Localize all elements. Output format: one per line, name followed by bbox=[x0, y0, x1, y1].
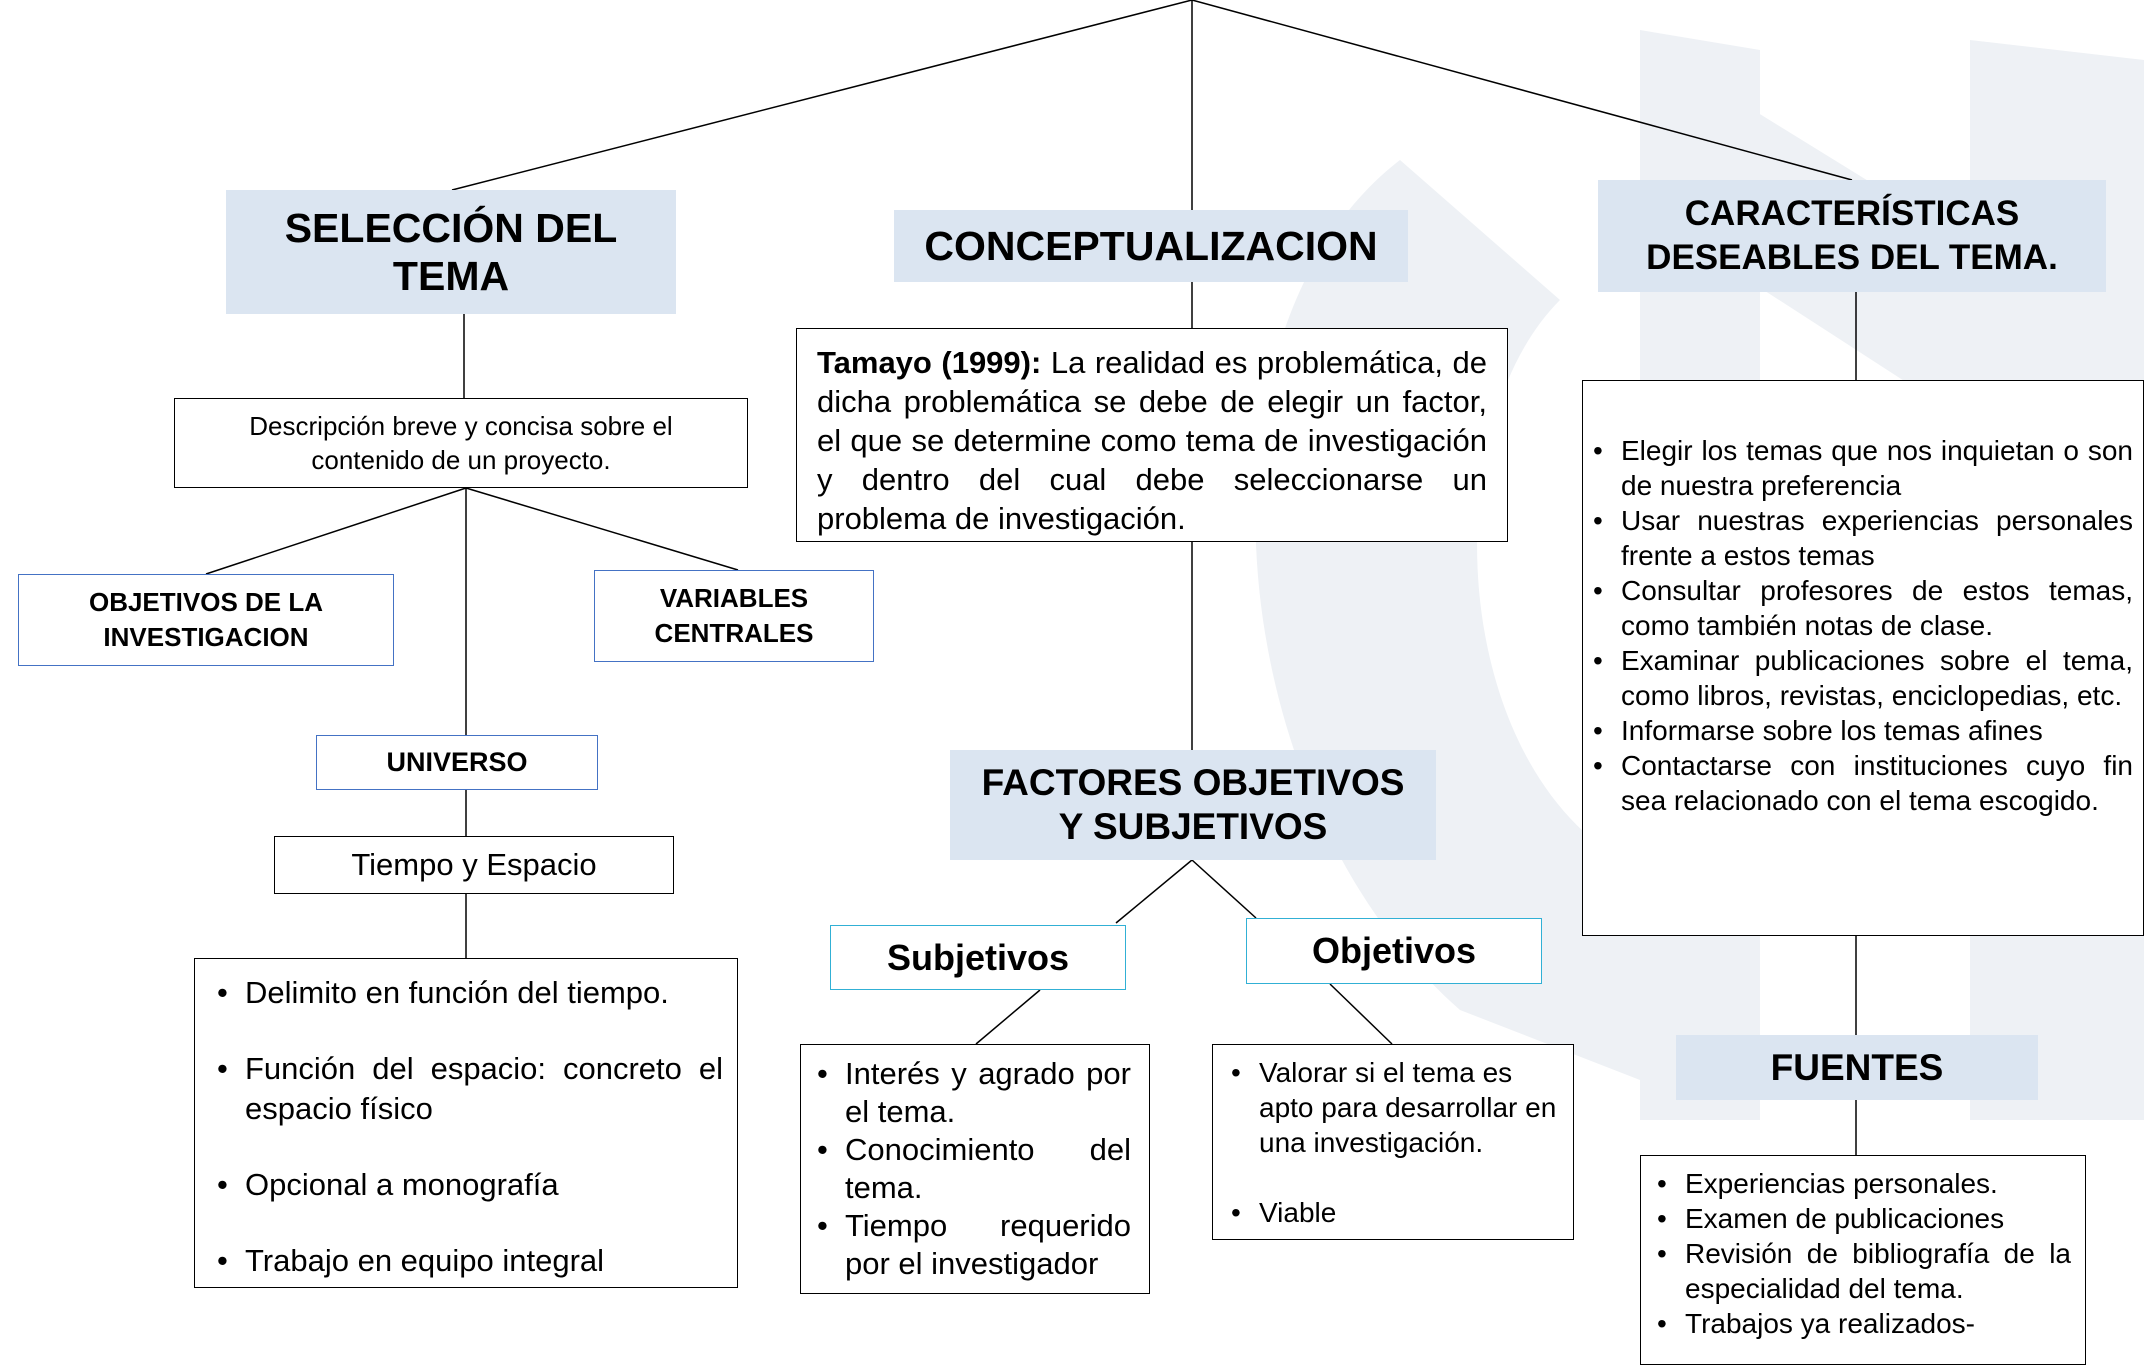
seleccion-tema-header: SELECCIÓN DEL TEMA bbox=[226, 190, 676, 314]
list-item: Trabajos ya realizados- bbox=[1649, 1306, 2071, 1341]
list-item: Experiencias personales. bbox=[1649, 1166, 2071, 1201]
factores-title: FACTORES OBJETIVOS Y SUBJETIVOS bbox=[981, 762, 1405, 847]
list-item: Trabajo en equipo integral bbox=[209, 1241, 723, 1281]
list-item: Examinar publicaciones sobre el tema, co… bbox=[1585, 643, 2133, 713]
list-item: Delimito en función del tiempo. bbox=[209, 973, 723, 1013]
objetivos-items-list: Valorar si el tema es apto para desarrol… bbox=[1223, 1055, 1563, 1230]
objetivos-box: Objetivos bbox=[1246, 918, 1542, 984]
objetivos-investigacion-label: OBJETIVOS DE LA INVESTIGACION bbox=[88, 587, 324, 652]
list-item: Informarse sobre los temas afines bbox=[1585, 713, 2133, 748]
universo-label: UNIVERSO bbox=[386, 747, 528, 777]
caracteristicas-items-box: Elegir los temas que nos inquietan o son… bbox=[1582, 380, 2144, 936]
universo-box: UNIVERSO bbox=[316, 735, 598, 790]
factores-header: FACTORES OBJETIVOS Y SUBJETIVOS bbox=[950, 750, 1436, 860]
list-item: Tiempo requerido por el investigador bbox=[809, 1207, 1131, 1283]
list-item: Interés y agrado por el tema. bbox=[809, 1055, 1131, 1131]
list-item: Viable bbox=[1223, 1195, 1563, 1230]
list-item: Usar nuestras experiencias personales fr… bbox=[1585, 503, 2133, 573]
tamayo-quote-box: Tamayo (1999): La realidad es problemáti… bbox=[796, 328, 1508, 542]
caracteristicas-items-list: Elegir los temas que nos inquietan o son… bbox=[1585, 433, 2133, 818]
variables-centrales-box: VARIABLES CENTRALES bbox=[594, 570, 874, 662]
caracteristicas-title: CARACTERÍSTICAS DESEABLES DEL TEMA. bbox=[1646, 194, 2058, 277]
subjetivos-label: Subjetivos bbox=[886, 936, 1070, 978]
conceptualizacion-header: CONCEPTUALIZACION bbox=[894, 210, 1408, 282]
seleccion-items-list: Delimito en función del tiempo. Función … bbox=[209, 973, 723, 1281]
subjetivos-box: Subjetivos bbox=[830, 925, 1126, 990]
tiempo-espacio-label: Tiempo y Espacio bbox=[351, 847, 597, 882]
variables-centrales-label: VARIABLES CENTRALES bbox=[654, 583, 814, 648]
tamayo-quote-author: Tamayo (1999): bbox=[817, 345, 1042, 380]
list-item: Función del espacio: concreto el espacio… bbox=[209, 1049, 723, 1129]
seleccion-items-box: Delimito en función del tiempo. Función … bbox=[194, 958, 738, 1288]
list-item: Valorar si el tema es apto para desarrol… bbox=[1223, 1055, 1563, 1160]
subjetivos-items-box: Interés y agrado por el tema. Conocimien… bbox=[800, 1044, 1150, 1294]
objetivos-label: Objetivos bbox=[1311, 930, 1477, 971]
objetivos-items-box: Valorar si el tema es apto para desarrol… bbox=[1212, 1044, 1574, 1240]
list-item: Conocimiento del tema. bbox=[809, 1131, 1131, 1207]
list-item: Contactarse con instituciones cuyo fin s… bbox=[1585, 748, 2133, 818]
conceptualizacion-title: CONCEPTUALIZACION bbox=[924, 222, 1378, 269]
objetivos-investigacion-box: OBJETIVOS DE LA INVESTIGACION bbox=[18, 574, 394, 666]
descripcion-box: Descripción breve y concisa sobre el con… bbox=[174, 398, 748, 488]
list-item: Consultar profesores de estos temas, com… bbox=[1585, 573, 2133, 643]
list-item: Elegir los temas que nos inquietan o son… bbox=[1585, 433, 2133, 503]
subjetivos-items-list: Interés y agrado por el tema. Conocimien… bbox=[809, 1055, 1131, 1283]
fuentes-title: FUENTES bbox=[1770, 1046, 1944, 1088]
list-item: Examen de publicaciones bbox=[1649, 1201, 2071, 1236]
list-item: Revisión de bibliografía de la especiali… bbox=[1649, 1236, 2071, 1306]
fuentes-header: FUENTES bbox=[1676, 1035, 2038, 1100]
fuentes-items-list: Experiencias personales. Examen de publi… bbox=[1649, 1166, 2071, 1341]
list-item: Opcional a monografía bbox=[209, 1165, 723, 1205]
caracteristicas-header: CARACTERÍSTICAS DESEABLES DEL TEMA. bbox=[1598, 180, 2106, 292]
descripcion-text: Descripción breve y concisa sobre el con… bbox=[249, 411, 673, 475]
tamayo-quote-text: La realidad es problemática, de dicha pr… bbox=[817, 345, 1487, 536]
tiempo-espacio-box: Tiempo y Espacio bbox=[274, 836, 674, 894]
seleccion-tema-title: SELECCIÓN DEL TEMA bbox=[284, 205, 618, 299]
fuentes-items-box: Experiencias personales. Examen de publi… bbox=[1640, 1155, 2086, 1365]
